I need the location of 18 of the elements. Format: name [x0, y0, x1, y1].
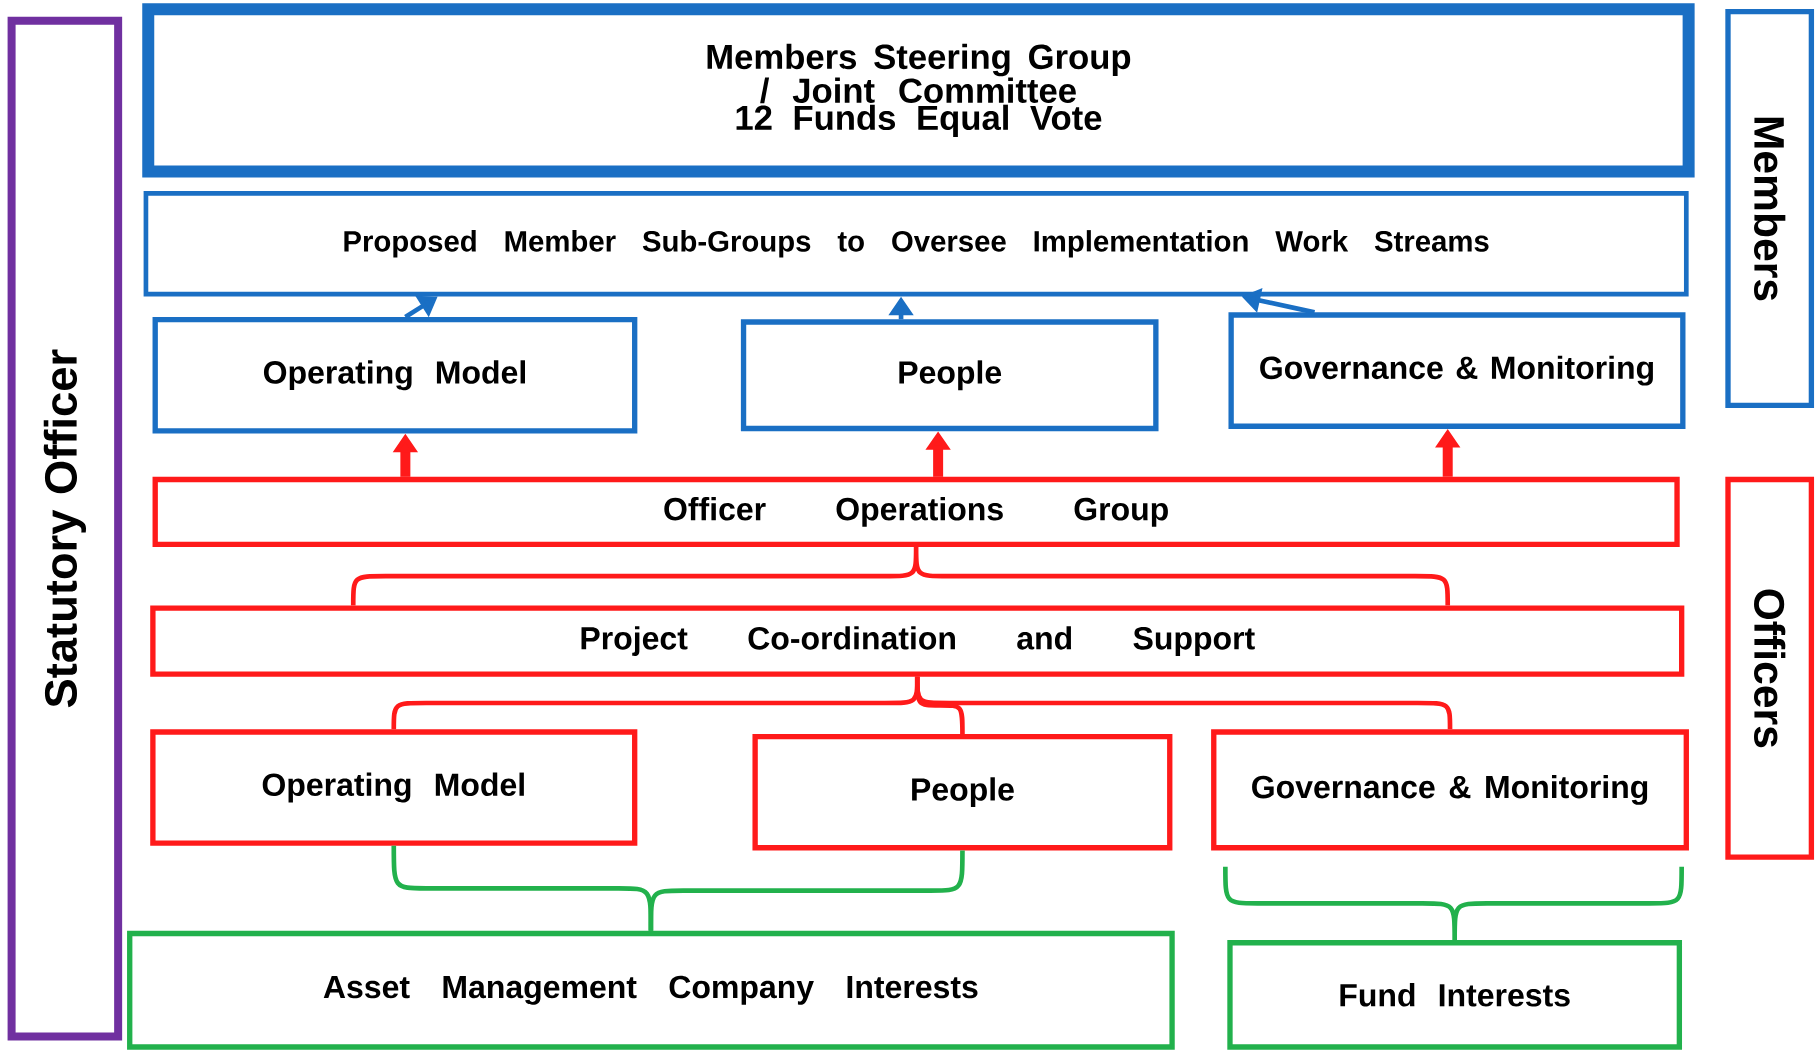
group-box: Project Co-ordination and Support	[150, 605, 1685, 677]
brace-connector	[1223, 864, 1684, 943]
side-band: Officers	[1725, 476, 1815, 860]
stream-box: People	[740, 319, 1159, 432]
side-band: Statutory Officer	[7, 16, 123, 1041]
side-band: Members	[1725, 9, 1815, 409]
stream-box: Operating Model	[152, 317, 638, 434]
stream-box: Operating Model	[150, 729, 638, 846]
brace-connector	[350, 544, 1451, 608]
stream-box: People	[752, 734, 1173, 851]
interest-box: Asset Management Company Interests	[127, 930, 1175, 1050]
group-box: Officer Operations Group	[152, 476, 1680, 548]
interest-box: Fund Interests	[1227, 940, 1683, 1050]
brace-connector	[648, 850, 965, 931]
stream-box: Governance & Monitoring	[1228, 312, 1686, 429]
group-box: Members Steering Group / Joint Committee 12 Funds Equal Vote	[142, 3, 1695, 178]
stream-box: Governance & Monitoring	[1211, 729, 1689, 851]
group-box: Proposed Member Sub-Groups to Oversee Implementation Work Streams	[143, 191, 1689, 297]
